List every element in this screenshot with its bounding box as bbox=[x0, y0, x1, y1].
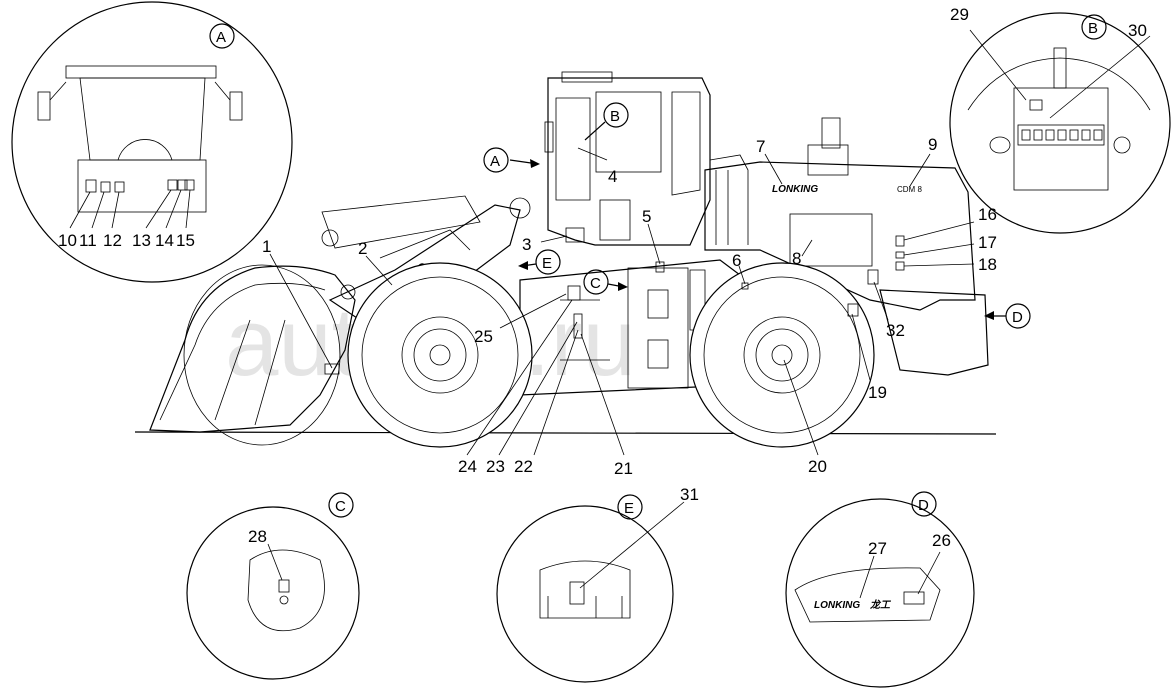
decal-22-24 bbox=[573, 313, 583, 339]
callout-29: 29 bbox=[950, 5, 969, 24]
callout-27: 27 bbox=[868, 539, 887, 558]
engine-hood bbox=[704, 117, 976, 311]
view-e-marker: E bbox=[542, 255, 552, 272]
callout-26: 26 bbox=[932, 531, 951, 550]
detail-c-view: C 28 bbox=[186, 492, 360, 680]
callout-12: 12 bbox=[103, 231, 122, 250]
callout-11: 11 bbox=[79, 231, 97, 250]
ground-line bbox=[134, 431, 997, 435]
detail-e-marker: E bbox=[624, 500, 634, 517]
detail-a-view: A 10 11 12 13 14 15 bbox=[11, 1, 293, 283]
callout-19: 19 bbox=[868, 383, 887, 402]
callout-6: 6 bbox=[732, 251, 741, 270]
wheel-loader: LONKING LONKING CDM 8 bbox=[149, 71, 989, 448]
callout-1: 1 bbox=[262, 237, 271, 256]
detail-a-marker: A bbox=[216, 29, 226, 46]
decal-16 bbox=[895, 235, 905, 247]
detail-logo-cn: 龙工 bbox=[869, 599, 892, 611]
rear-wheel bbox=[689, 262, 875, 448]
callout-8: 8 bbox=[792, 249, 801, 268]
callout-30: 30 bbox=[1128, 21, 1147, 40]
counterweight bbox=[879, 289, 989, 376]
decal-1 bbox=[324, 363, 340, 375]
hood-logo: LONKING bbox=[772, 184, 818, 195]
model-badge: CDM 8 bbox=[897, 185, 922, 194]
main-callouts: 1 2 3 4 5 6 7 8 9 16 17 18 32 19 20 21 2… bbox=[262, 135, 997, 478]
callout-32: 32 bbox=[886, 321, 905, 340]
callout-18: 18 bbox=[978, 255, 997, 274]
decal-3 bbox=[565, 227, 585, 243]
callout-25: 25 bbox=[474, 327, 493, 346]
decal-5 bbox=[655, 261, 665, 273]
view-a-marker: A bbox=[490, 153, 500, 170]
callout-10: 10 bbox=[58, 231, 77, 250]
callout-9: 9 bbox=[928, 135, 937, 154]
decal-32 bbox=[867, 269, 879, 285]
detail-d-marker: D bbox=[918, 497, 929, 514]
callout-24: 24 bbox=[458, 457, 477, 476]
callout-17: 17 bbox=[978, 233, 997, 252]
callout-4: 4 bbox=[608, 167, 617, 186]
callout-23: 23 bbox=[486, 457, 505, 476]
callout-28: 28 bbox=[248, 527, 267, 546]
detail-d-view: D LONKING 龙工 27 26 bbox=[785, 491, 975, 688]
callout-31: 31 bbox=[680, 485, 699, 504]
detail-c-marker: C bbox=[335, 498, 346, 515]
view-c-marker: C bbox=[590, 275, 601, 292]
callout-13: 13 bbox=[132, 231, 151, 250]
callout-21: 21 bbox=[614, 459, 633, 478]
detail-b-marker: B bbox=[1088, 20, 1098, 37]
decal-25 bbox=[567, 285, 581, 301]
callout-2: 2 bbox=[358, 239, 367, 258]
view-d-marker: D bbox=[1012, 309, 1023, 326]
decal-18 bbox=[895, 261, 905, 271]
view-b-marker: B bbox=[610, 108, 620, 125]
leader-lines bbox=[269, 147, 975, 456]
callout-22: 22 bbox=[514, 457, 533, 476]
decal-17 bbox=[895, 251, 905, 259]
decal-19 bbox=[847, 303, 859, 317]
callout-5: 5 bbox=[642, 207, 651, 226]
callout-7: 7 bbox=[756, 137, 765, 156]
detail-b-view: B 29 30 bbox=[949, 5, 1171, 234]
callout-15: 15 bbox=[176, 231, 195, 250]
callout-3: 3 bbox=[522, 235, 531, 254]
view-arrows: A B E C D bbox=[483, 102, 1031, 329]
detail-logo: LONKING bbox=[814, 600, 860, 611]
callout-20: 20 bbox=[808, 457, 827, 476]
callout-16: 16 bbox=[978, 205, 997, 224]
detail-e-view: E 31 bbox=[496, 485, 699, 683]
cab bbox=[544, 71, 711, 246]
front-wheel bbox=[347, 262, 533, 448]
callout-14: 14 bbox=[155, 231, 174, 250]
